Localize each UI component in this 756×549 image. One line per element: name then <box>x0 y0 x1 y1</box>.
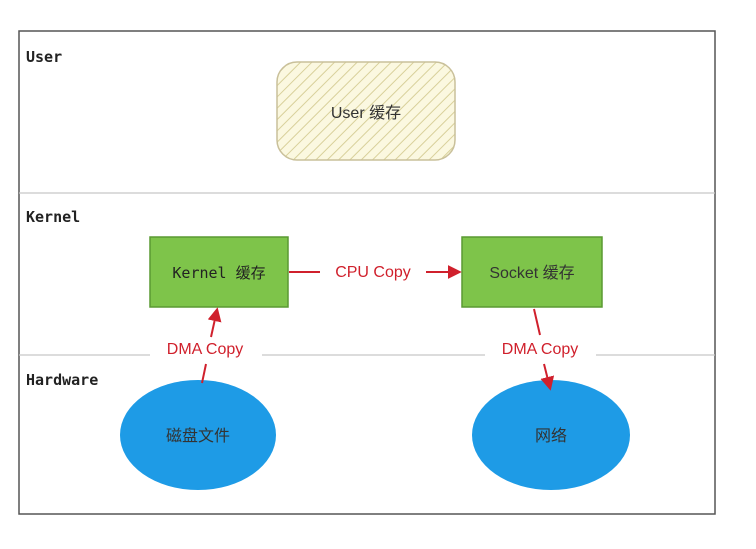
dma-copy-left-label: DMA Copy <box>167 341 243 358</box>
kernel-cache-box <box>149 236 289 308</box>
dma-copy-right-arrow-tail <box>533 308 541 336</box>
layer-label-user: User <box>26 48 62 66</box>
user-cache-label: User 缓存 <box>331 104 401 122</box>
dma-copy-right-label: DMA Copy <box>502 341 578 358</box>
layer-label-kernel: Kernel <box>26 208 80 226</box>
network-ellipse <box>472 380 630 490</box>
cpu-copy-label: CPU Copy <box>335 264 411 281</box>
layer-label-hardware: Hardware <box>26 371 98 389</box>
network-label: 网络 <box>535 426 567 445</box>
outer-frame <box>18 30 716 515</box>
kernel-cache-label: Kernel 缓存 <box>172 264 265 282</box>
socket-cache-box <box>461 236 603 308</box>
dma-copy-left-arrow-head <box>207 307 222 338</box>
socket-cache-label: Socket 缓存 <box>489 264 574 282</box>
user-cache-box <box>276 61 456 161</box>
disk-file-ellipse <box>120 380 276 490</box>
dma-copy-right-arrow-head <box>540 363 555 391</box>
disk-file-label: 磁盘文件 <box>166 426 230 445</box>
dma-copy-left-arrow-tail <box>201 363 207 384</box>
